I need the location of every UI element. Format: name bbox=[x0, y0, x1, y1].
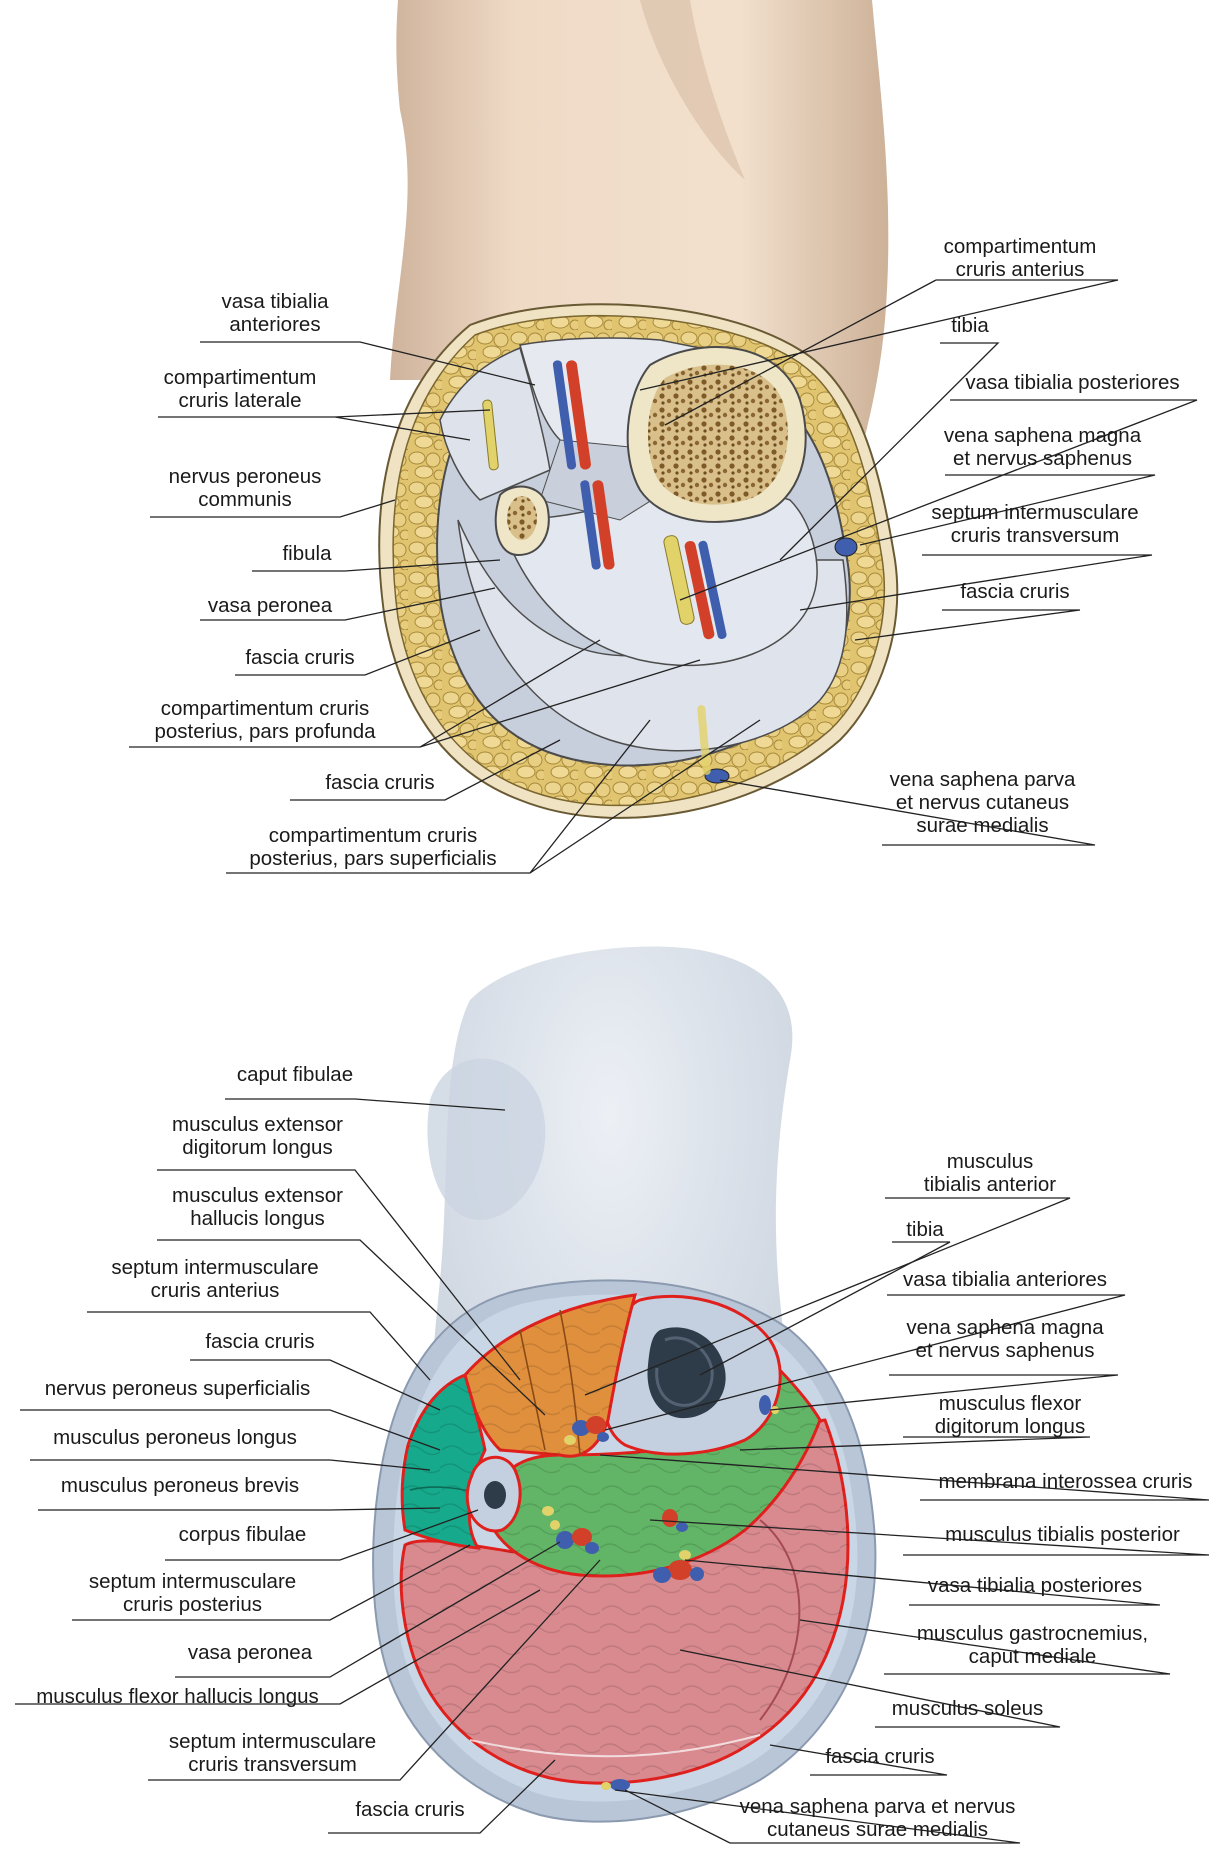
label-m-peroneus-longus: musculus peroneus longus bbox=[25, 1426, 325, 1449]
label-fascia-cruris-top-1: fascia cruris bbox=[225, 646, 375, 669]
label-vasa-tibialia-anteriores-bottom: vasa tibialia anteriores bbox=[885, 1268, 1125, 1291]
label-m-tibialis-posterior: musculus tibialis posterior bbox=[915, 1523, 1210, 1546]
label-tibia-bottom: tibia bbox=[895, 1218, 955, 1241]
label-fascia-cruris-bottom-c: fascia cruris bbox=[805, 1745, 955, 1768]
fibula-cross-section bbox=[467, 1457, 520, 1531]
fibula-bone bbox=[496, 487, 549, 555]
label-caput-fibulae: caput fibulae bbox=[220, 1063, 370, 1086]
label-fascia-cruris-bottom-a: fascia cruris bbox=[185, 1330, 335, 1353]
label-membrana-interossea: membrana interossea cruris bbox=[918, 1470, 1213, 1493]
label-m-flexor-hallucis-longus: musculus flexor hallucis longus bbox=[10, 1685, 345, 1708]
label-corpus-fibulae: corpus fibulae bbox=[160, 1523, 325, 1546]
label-nervus-peroneus-superficialis: nervus peroneus superficialis bbox=[15, 1377, 340, 1400]
label-fascia-cruris-top-3: fascia cruris bbox=[940, 580, 1090, 603]
label-tibia-top: tibia bbox=[930, 314, 1010, 337]
label-vasa-tibialia-posteriores-top: vasa tibialia posteriores bbox=[945, 371, 1200, 394]
label-m-gastrocnemius: musculus gastrocnemius,caput mediale bbox=[890, 1622, 1175, 1668]
label-vasa-tibialia-posteriores-bottom: vasa tibialia posteriores bbox=[910, 1574, 1160, 1597]
label-vasa-peronea-top: vasa peronea bbox=[195, 594, 345, 617]
label-fibula: fibula bbox=[262, 542, 352, 565]
label-fascia-cruris-top-2: fascia cruris bbox=[305, 771, 455, 794]
label-m-soleus: musculus soleus bbox=[870, 1697, 1065, 1720]
label-fascia-cruris-bottom-b: fascia cruris bbox=[335, 1798, 485, 1821]
tibia-bone bbox=[628, 347, 806, 522]
label-vasa-peronea-bottom: vasa peronea bbox=[175, 1641, 325, 1664]
label-m-peroneus-brevis: musculus peroneus brevis bbox=[35, 1474, 325, 1497]
